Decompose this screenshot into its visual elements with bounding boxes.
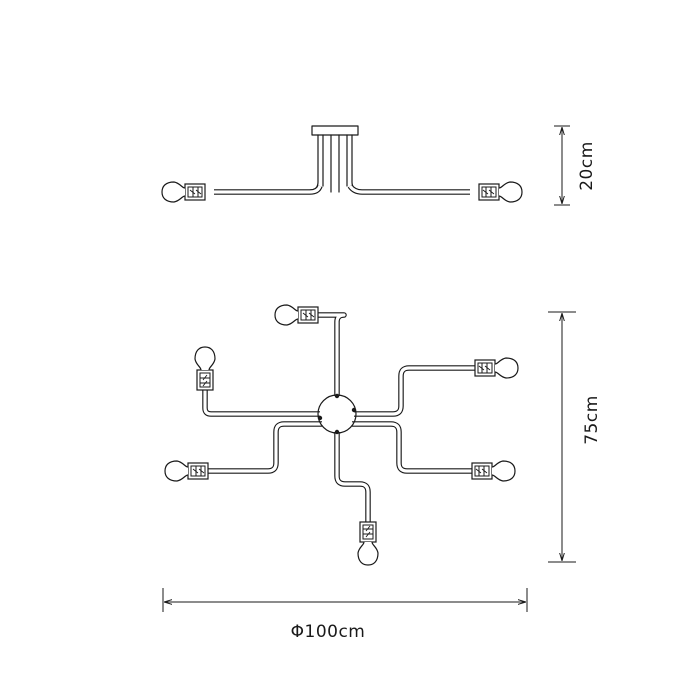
height-dimension-top: 75cm [548, 311, 602, 563]
light-bulb-icon [194, 346, 216, 371]
lamp-socket [297, 306, 319, 324]
light-bulb-icon [494, 357, 519, 379]
side-view [161, 125, 523, 203]
top-view [164, 304, 519, 566]
top-arms [202, 312, 475, 522]
height-top-label: 75cm [582, 395, 602, 445]
light-bulb-icon [161, 181, 186, 203]
top-lamp-bottom [357, 521, 379, 566]
lamp-socket [184, 183, 206, 201]
lamp-socket [187, 462, 209, 480]
top-lamp-top [274, 304, 319, 326]
lamp-socket [196, 369, 214, 391]
lamp-socket [474, 359, 496, 377]
height-dimension-side: 20cm [554, 125, 597, 206]
center-canopy [317, 393, 357, 435]
side-lamp-right [478, 181, 523, 203]
lamp-socket [471, 462, 493, 480]
top-lamp-upper-left [194, 346, 216, 391]
top-lamp-upper-right [474, 357, 519, 379]
lamp-socket [478, 183, 500, 201]
side-ceiling-plate [311, 125, 359, 136]
light-bulb-icon [357, 541, 379, 566]
side-arms [214, 184, 470, 195]
side-lamp-left [161, 181, 206, 203]
top-lamp-lower-right [471, 460, 516, 482]
diameter-dimension: Φ100cm [162, 588, 528, 642]
light-bulb-icon [274, 304, 299, 326]
light-bulb-icon [491, 460, 516, 482]
height-side-label: 20cm [577, 141, 597, 191]
diameter-label: Φ100cm [291, 622, 366, 642]
light-bulb-icon [164, 460, 189, 482]
light-bulb-icon [498, 181, 523, 203]
lamp-socket [359, 521, 377, 543]
top-lamp-lower-left [164, 460, 209, 482]
side-drop-tubes [309, 134, 361, 193]
